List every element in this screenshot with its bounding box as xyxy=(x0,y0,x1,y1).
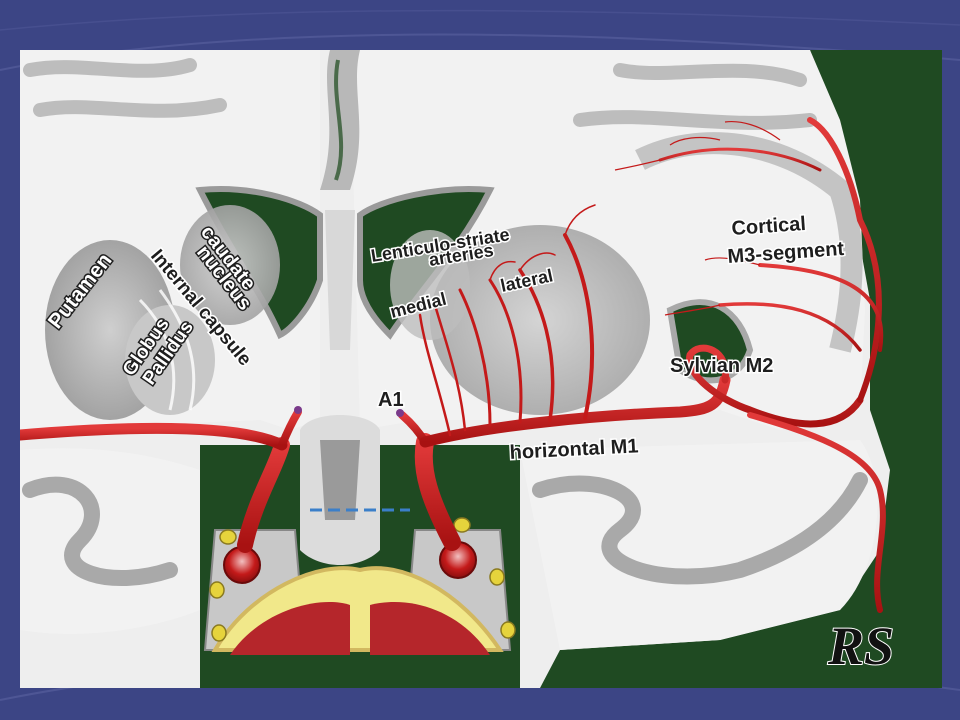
lenticulostriate-arteries xyxy=(418,204,596,437)
m3-cortical-branch xyxy=(807,117,882,403)
optic-chiasm-stalk xyxy=(320,440,360,520)
m3-cortical-branch xyxy=(758,263,884,352)
cranial-nerve xyxy=(453,517,471,533)
right-caudate-nucleus xyxy=(390,230,470,340)
cranial-nerve xyxy=(209,581,225,599)
cranial-nerves xyxy=(209,517,516,642)
fissure-line xyxy=(334,59,344,181)
lenticulostriate-branch xyxy=(418,313,452,437)
sphenoid-sinus xyxy=(230,602,350,655)
lenticulostriate-twig xyxy=(489,204,596,281)
cortex-ribbon xyxy=(23,58,227,118)
right-a1-tip xyxy=(396,409,404,417)
lenticulostriate-branch xyxy=(458,288,492,427)
left-a1-segment xyxy=(278,408,302,449)
cranial-nerve xyxy=(211,624,227,642)
brain-coronal-section-illustration: Putamen caudate nucleus Internal capsule… xyxy=(20,50,942,688)
artist-signature: RS xyxy=(827,616,894,676)
m3-cortical-branch xyxy=(658,147,822,172)
cortical-thin-branches xyxy=(614,120,781,316)
right-temporal-gyri xyxy=(532,472,868,585)
right-carotid-ascending xyxy=(414,433,461,551)
arteries xyxy=(20,117,886,613)
internal-capsule-fibers xyxy=(138,289,196,411)
m3-cortical-branch xyxy=(718,302,862,352)
right-m1-horizontal xyxy=(419,374,731,448)
cranial-nerve xyxy=(489,568,505,586)
left-m1-segment xyxy=(20,422,288,451)
sphenoid-sinus xyxy=(370,602,490,655)
left-temporal-lobe xyxy=(20,448,200,634)
cortex-ribbon xyxy=(573,63,817,130)
label-a1: A1 xyxy=(378,389,404,411)
cranial-nerve xyxy=(219,529,237,545)
dark-background-region xyxy=(540,50,942,688)
lenticulostriate-branch xyxy=(518,268,555,422)
cranial-nerve xyxy=(500,621,516,639)
left-a1-tip xyxy=(294,406,302,414)
sylvian-m2-loop xyxy=(686,344,864,428)
label-sylvian-m2: Sylvian M2 xyxy=(670,355,773,377)
left-temporal-gyri xyxy=(22,476,178,586)
left-carotid-ascending xyxy=(237,437,290,553)
cortical-twig xyxy=(614,120,781,316)
septum-pellucidum xyxy=(325,210,355,350)
m3-descending-branch xyxy=(747,412,886,613)
decorative-swoosh xyxy=(0,9,960,31)
left-caudate-nucleus xyxy=(180,205,280,325)
lenticulostriate-branch xyxy=(563,233,594,420)
lenticulostriate-branch xyxy=(433,303,467,432)
right-cortex xyxy=(635,132,863,353)
lenticulostriate-branch xyxy=(488,278,523,424)
